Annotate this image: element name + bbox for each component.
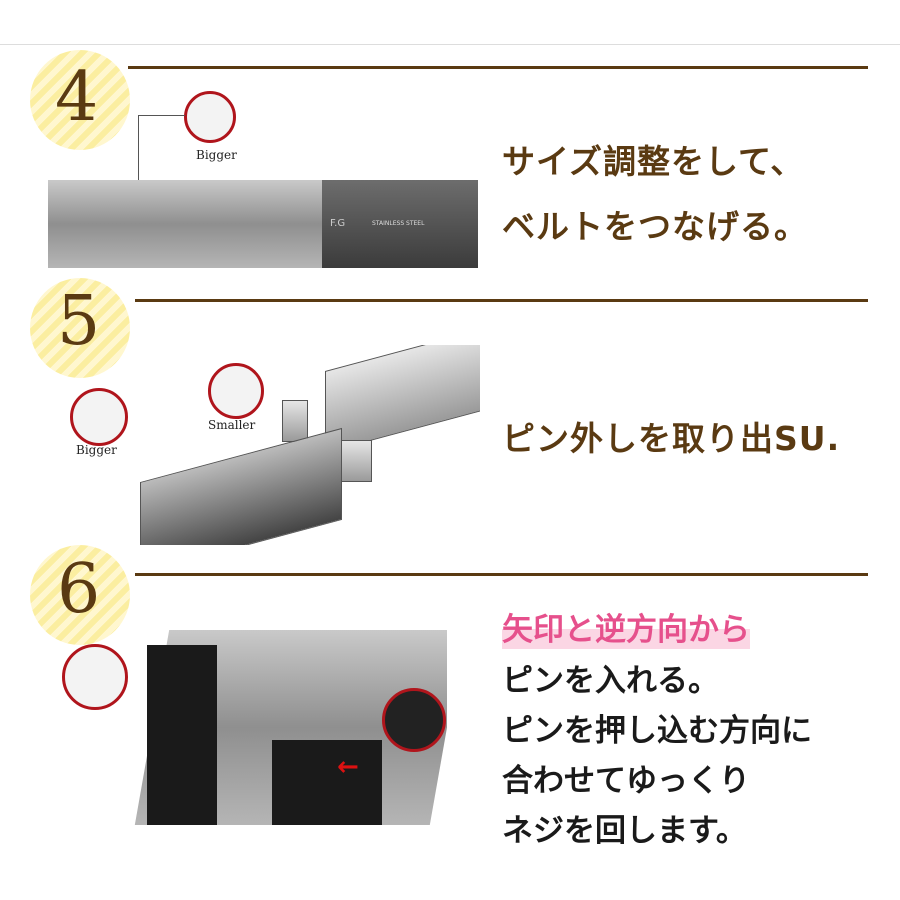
band-segment bbox=[140, 427, 342, 545]
step-5-badge bbox=[30, 278, 130, 378]
smaller-label: Smaller bbox=[208, 418, 256, 432]
divider bbox=[135, 573, 868, 576]
step-4-image: Bigger F.G STAINLESS STEEL bbox=[48, 85, 478, 270]
screw-closeup bbox=[382, 688, 446, 752]
clasp-mark: F.G bbox=[330, 218, 346, 229]
clasp-text: STAINLESS STEEL bbox=[372, 220, 425, 227]
bigger-label: Bigger bbox=[196, 148, 237, 162]
divider bbox=[128, 66, 868, 69]
divider bbox=[135, 299, 868, 302]
step-number: 4 bbox=[55, 58, 99, 137]
step-4-badge bbox=[30, 50, 130, 150]
pin-closeup bbox=[62, 644, 128, 710]
pointer-line bbox=[138, 115, 185, 182]
pin-closeup bbox=[208, 363, 264, 419]
step-6-line-3: 合わせてゆっくり bbox=[502, 763, 750, 799]
pin-tool-closeup bbox=[70, 388, 128, 446]
arrow-icon: ← bbox=[337, 752, 359, 782]
tool-holder bbox=[147, 645, 217, 825]
tool-screw bbox=[272, 740, 382, 825]
step-4-line-2: ベルトをつなげる。 bbox=[502, 207, 808, 246]
step-6-highlight: 矢印と逆方向から bbox=[502, 604, 750, 649]
step-6-line-2: ピンを押し込む方向に bbox=[502, 713, 812, 749]
band-segment bbox=[325, 345, 480, 454]
clasp: F.G STAINLESS STEEL bbox=[322, 180, 478, 268]
step-4-line-1: サイズ調整をして、 bbox=[502, 142, 805, 181]
step-5-image: Bigger Smaller bbox=[60, 345, 480, 545]
step-6-image: ← bbox=[62, 630, 447, 825]
pin-part bbox=[282, 400, 308, 442]
step-5-line-1: ピン外しを取り出SU. bbox=[502, 419, 841, 458]
step-number: 6 bbox=[57, 550, 101, 629]
divider bbox=[0, 44, 900, 45]
step-number: 5 bbox=[57, 282, 101, 361]
step-6-line-1: ピンを入れる。 bbox=[502, 663, 719, 699]
bigger-label: Bigger bbox=[76, 443, 117, 457]
pin-tool-closeup bbox=[184, 91, 236, 143]
step-6-badge bbox=[30, 545, 130, 645]
step-6-line-4: ネジを回します。 bbox=[502, 813, 747, 849]
